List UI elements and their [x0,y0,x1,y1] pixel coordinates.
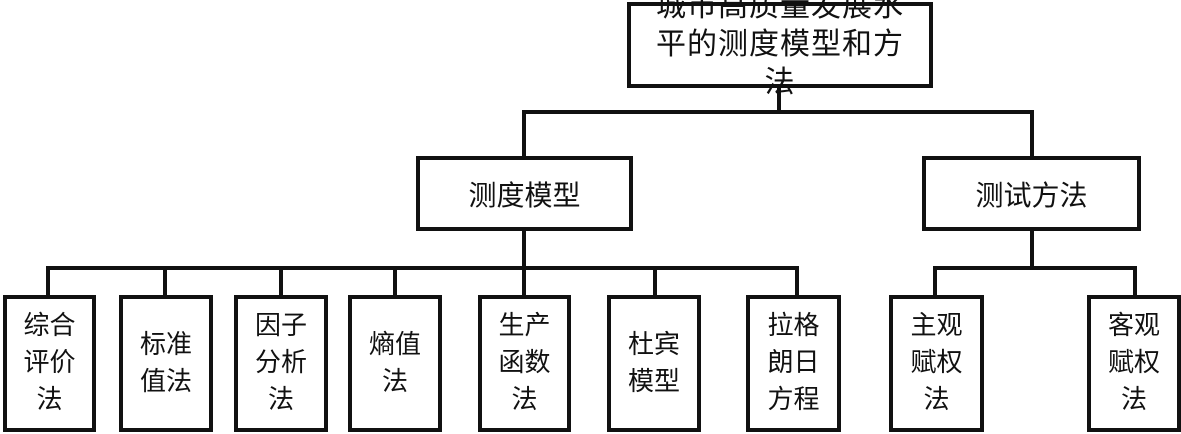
leaf-label: 标准值法 [139,329,192,397]
node-measurement-models: 测度模型 [416,156,633,231]
node-test-methods: 测试方法 [922,156,1141,231]
leaf-production-function: 生产函数法 [478,295,571,432]
leaf-label: 综合评价法 [23,311,76,415]
leaf-lagrange-equation: 拉格朗日方程 [746,295,841,432]
connector-models-horizontal [46,266,799,270]
leaf-entropy: 熵值法 [348,295,442,432]
connector-leaf-2 [163,266,167,297]
leaf-label: 主观赋权法 [910,311,963,415]
leaf-objective-weighting: 客观赋权法 [1087,295,1181,432]
connector-models-down [522,229,526,269]
leaf-subjective-weighting: 主观赋权法 [889,295,984,432]
connector-methods-horizontal [933,266,1137,270]
connector-leaf-1 [46,266,50,297]
leaf-label: 生产函数法 [498,311,551,415]
leaf-comprehensive-evaluation: 综合评价法 [3,295,96,432]
leaf-label: 拉格朗日方程 [767,311,820,415]
leaf-label: 因子分析法 [254,311,307,415]
connector-root-down [777,86,781,114]
connector-level1-horizontal [522,110,1034,114]
connector-leaf-3 [279,266,283,297]
root-node-label: 城市高质量发展水平的测度模型和方法 [656,0,904,100]
connector-leaf-9 [1133,266,1137,297]
node-measurement-models-label: 测度模型 [468,178,581,212]
root-node: 城市高质量发展水平的测度模型和方法 [627,0,933,100]
leaf-label: 客观赋权法 [1107,311,1160,415]
connector-to-test-methods [1030,110,1034,158]
leaf-label: 杜宾模型 [627,329,680,397]
connector-to-measurement-models [522,110,526,158]
leaf-durbin-model: 杜宾模型 [607,295,701,432]
connector-leaf-4 [393,266,397,297]
leaf-factor-analysis: 因子分析法 [234,295,328,432]
node-test-methods-label: 测试方法 [975,178,1088,212]
connector-leaf-6 [653,266,657,297]
connector-leaf-5 [522,266,526,297]
connector-leaf-8 [933,266,937,297]
connector-methods-down [1030,229,1034,269]
leaf-label: 熵值法 [368,329,421,397]
leaf-standard-value: 标准值法 [119,295,213,432]
connector-leaf-7 [795,266,799,297]
